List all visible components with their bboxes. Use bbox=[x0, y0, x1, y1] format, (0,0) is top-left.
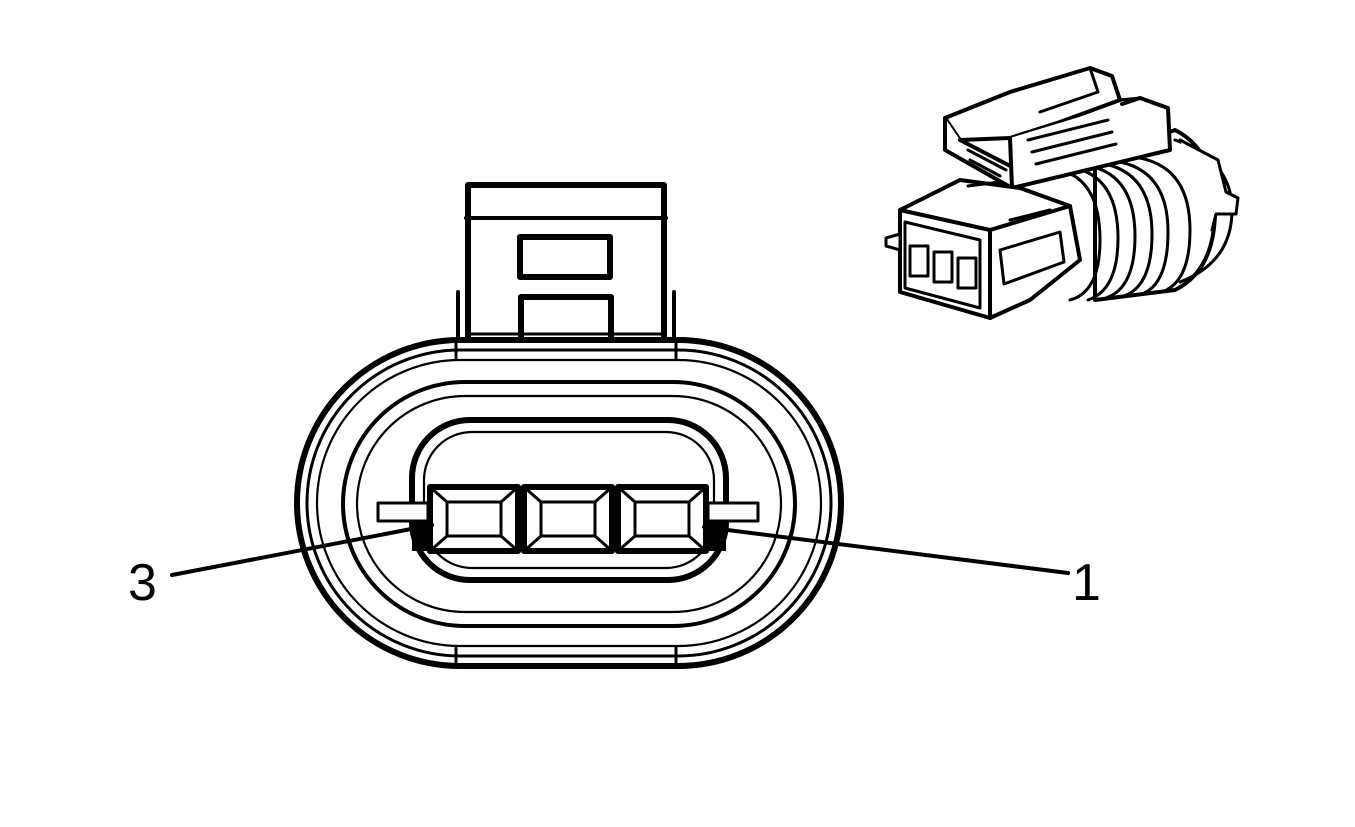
tab-window bbox=[517, 234, 613, 280]
connector-face-view: 3 1 bbox=[128, 182, 1101, 669]
cavity-1 bbox=[615, 484, 709, 554]
leader-line-pin-1 bbox=[702, 525, 1070, 575]
pin-label-1: 1 bbox=[1072, 554, 1101, 612]
left-key bbox=[376, 501, 430, 523]
iso-cavity-2 bbox=[932, 250, 954, 284]
connector-isometric-view bbox=[884, 66, 1240, 320]
iso-cavity-1 bbox=[908, 244, 930, 278]
iso-cavity-3 bbox=[956, 256, 978, 290]
iso-front-nose bbox=[884, 178, 1082, 320]
iso-latch-frame bbox=[943, 66, 1172, 190]
cavity-2 bbox=[521, 484, 615, 554]
cavity-3 bbox=[427, 484, 521, 554]
locking-tab bbox=[456, 182, 676, 353]
cavity-row bbox=[427, 484, 709, 554]
pin-label-3: 3 bbox=[128, 554, 157, 612]
leader-line-pin-3 bbox=[170, 523, 434, 577]
right-key bbox=[706, 501, 760, 523]
release-button bbox=[518, 294, 614, 346]
